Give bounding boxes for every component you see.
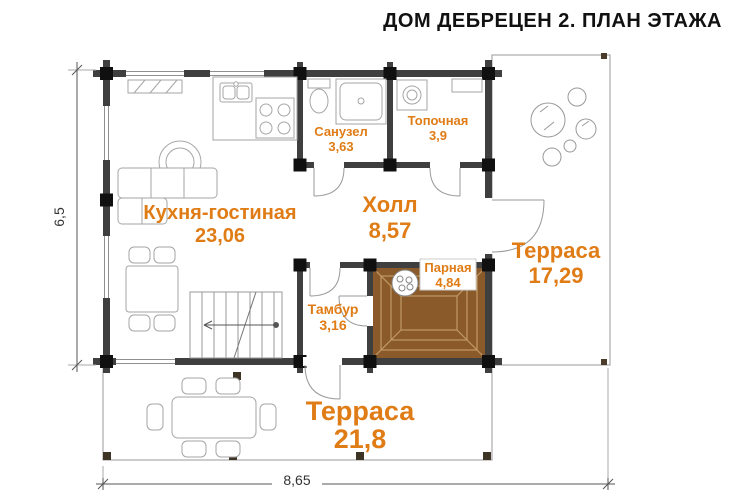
entrance-opening — [303, 357, 342, 366]
room-label-terrace-bottom-name: Терраса — [306, 396, 416, 426]
terrace-right-outline — [491, 54, 611, 366]
dimension-label-bg — [272, 472, 322, 488]
terrace-post — [601, 53, 607, 59]
terrace-chair — [259, 403, 277, 431]
toilet — [309, 88, 329, 114]
room-label-terrace-right-area: 17,29 — [528, 263, 583, 288]
room-label-steam-area: 4,84 — [435, 275, 461, 290]
dining-chair — [128, 314, 151, 332]
terrace-chair — [215, 440, 241, 458]
steam-label-bg — [419, 258, 477, 291]
dimension-bottom: 8,65 — [96, 368, 615, 490]
terrace-chair — [181, 440, 207, 458]
dimension-left-value: 6,5 — [51, 207, 67, 227]
door-bathroom — [313, 167, 345, 197]
room-label-kitchen-living-area: 23,06 — [195, 225, 245, 247]
dining-chair — [153, 246, 176, 264]
door-terrace — [491, 199, 545, 253]
door-boiler — [429, 167, 461, 197]
terrace-table — [171, 396, 257, 439]
dimension-left: 6,5 — [51, 62, 96, 372]
room-label-vestibule-name: Тамбур — [308, 301, 359, 317]
room-label-steam-name: Парная — [424, 260, 471, 275]
dimension-bottom-value: 8,65 — [283, 472, 310, 488]
dining-chair — [128, 246, 151, 264]
steam-room-items — [391, 258, 477, 297]
dining-table — [125, 265, 179, 313]
wall-posts — [100, 67, 495, 368]
terrace-right — [491, 53, 611, 366]
room-label-kitchen-living-name: Кухня-гостиная — [143, 202, 296, 224]
terrace-stones — [530, 87, 597, 167]
room-label-boiler-area: 3,9 — [429, 128, 447, 143]
room-label-hall-name: Холл — [362, 192, 417, 217]
terrace-chair — [181, 377, 207, 395]
stairs-direction-arrow — [203, 320, 279, 330]
room-label-terrace-bottom-area: 21,8 — [334, 424, 387, 454]
door-vestibule — [309, 267, 341, 297]
terrace-bottom — [102, 365, 493, 461]
plan-title: ДОМ ДЕБРЕЦЕН 2. ПЛАН ЭТАЖА — [383, 10, 722, 32]
boiler-fixtures — [396, 78, 483, 111]
toilet-tank — [307, 78, 331, 89]
room-label-hall-area: 8,57 — [369, 218, 412, 243]
room-label-boiler-name: Топочная — [408, 113, 469, 128]
terrace-bottom-outline — [102, 365, 493, 461]
terrace-chair — [146, 403, 164, 431]
door-entrance — [304, 364, 341, 400]
stairs — [189, 291, 283, 359]
door-steam — [338, 295, 368, 327]
room-label-bathroom-area: 3,63 — [328, 139, 353, 154]
kitchen-furniture — [117, 76, 298, 332]
room-label-bathroom-name: Санузел — [314, 124, 367, 139]
terrace-door-opening — [484, 198, 493, 254]
windows — [102, 69, 493, 366]
sauna-stove — [391, 269, 419, 297]
terrace-dining-set — [146, 377, 277, 458]
doors — [304, 167, 545, 400]
bathroom-fixtures — [307, 78, 387, 125]
room-labels: Кухня-гостиная 23,06 Холл 8,57 Санузел 3… — [143, 113, 601, 454]
room-label-vestibule-area: 3,16 — [319, 317, 346, 333]
sofa — [117, 167, 218, 225]
room-label-terrace-right-name: Терраса — [512, 238, 601, 263]
terrace-post — [601, 359, 607, 365]
boiler-shelf — [451, 78, 483, 93]
terrace-chair — [215, 377, 241, 395]
dining-chair — [153, 314, 176, 332]
